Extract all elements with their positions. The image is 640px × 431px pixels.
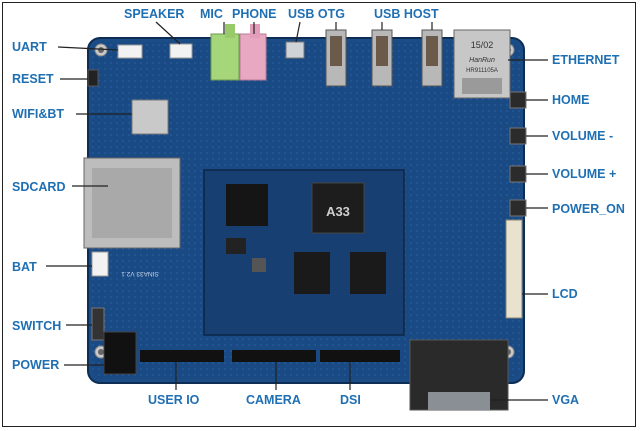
label-reset: RESET [12,72,54,86]
power-jack [103,331,137,375]
label-power-on: POWER_ON [552,202,625,216]
soc-chip-label: A33 [326,204,350,219]
label-user-io: USER IO [148,393,200,407]
wifi-bt-module [131,99,169,135]
label-usb-host: USB HOST [374,7,439,21]
phone-jack [239,24,267,81]
label-switch: SWITCH [12,319,61,333]
label-dsi: DSI [340,393,361,407]
ethernet-jack: 15/02 HanRun HR911105A [453,29,511,99]
usb-host-ports [325,29,443,87]
leader-lines [46,21,548,401]
label-volume-plus: VOLUME + [552,167,616,181]
label-power: POWER [12,358,59,372]
core-module: A33 [203,169,405,336]
speaker-connector [169,43,193,59]
eth-chip-part: HR911105A [466,68,498,74]
label-bat: BAT [12,260,37,274]
label-sdcard: SDCARD [12,180,65,194]
eth-chip-brand: HanRun [469,57,495,64]
user-io-header [140,350,224,362]
label-uart: UART [12,40,47,54]
reset-button [87,69,99,87]
label-ethernet: ETHERNET [552,53,620,67]
label-mic: MIC [200,7,223,21]
label-camera: CAMERA [246,393,301,407]
label-lcd: LCD [552,287,578,301]
sdcard-slot [83,157,181,249]
label-vga: VGA [552,393,579,407]
side-buttons [509,91,527,217]
label-home: HOME [552,93,590,107]
usb-otg-port [285,41,305,59]
label-usb-otg: USB OTG [288,7,345,21]
uart-connector [117,44,143,59]
label-volume-minus: VOLUME - [552,129,613,143]
power-switch [91,307,105,341]
camera-header [232,350,316,362]
board-silkscreen-name: SINA33 V2.1 [121,270,159,277]
eth-chip-date: 15/02 [471,40,494,50]
label-wifi-bt: WIFI&BT [12,107,64,121]
vga-port [409,339,509,411]
lcd-connector [505,219,523,319]
dsi-header [320,350,400,362]
battery-connector [91,251,109,277]
mic-jack [210,24,240,81]
label-phone: PHONE [232,7,276,21]
label-speaker: SPEAKER [124,7,184,21]
